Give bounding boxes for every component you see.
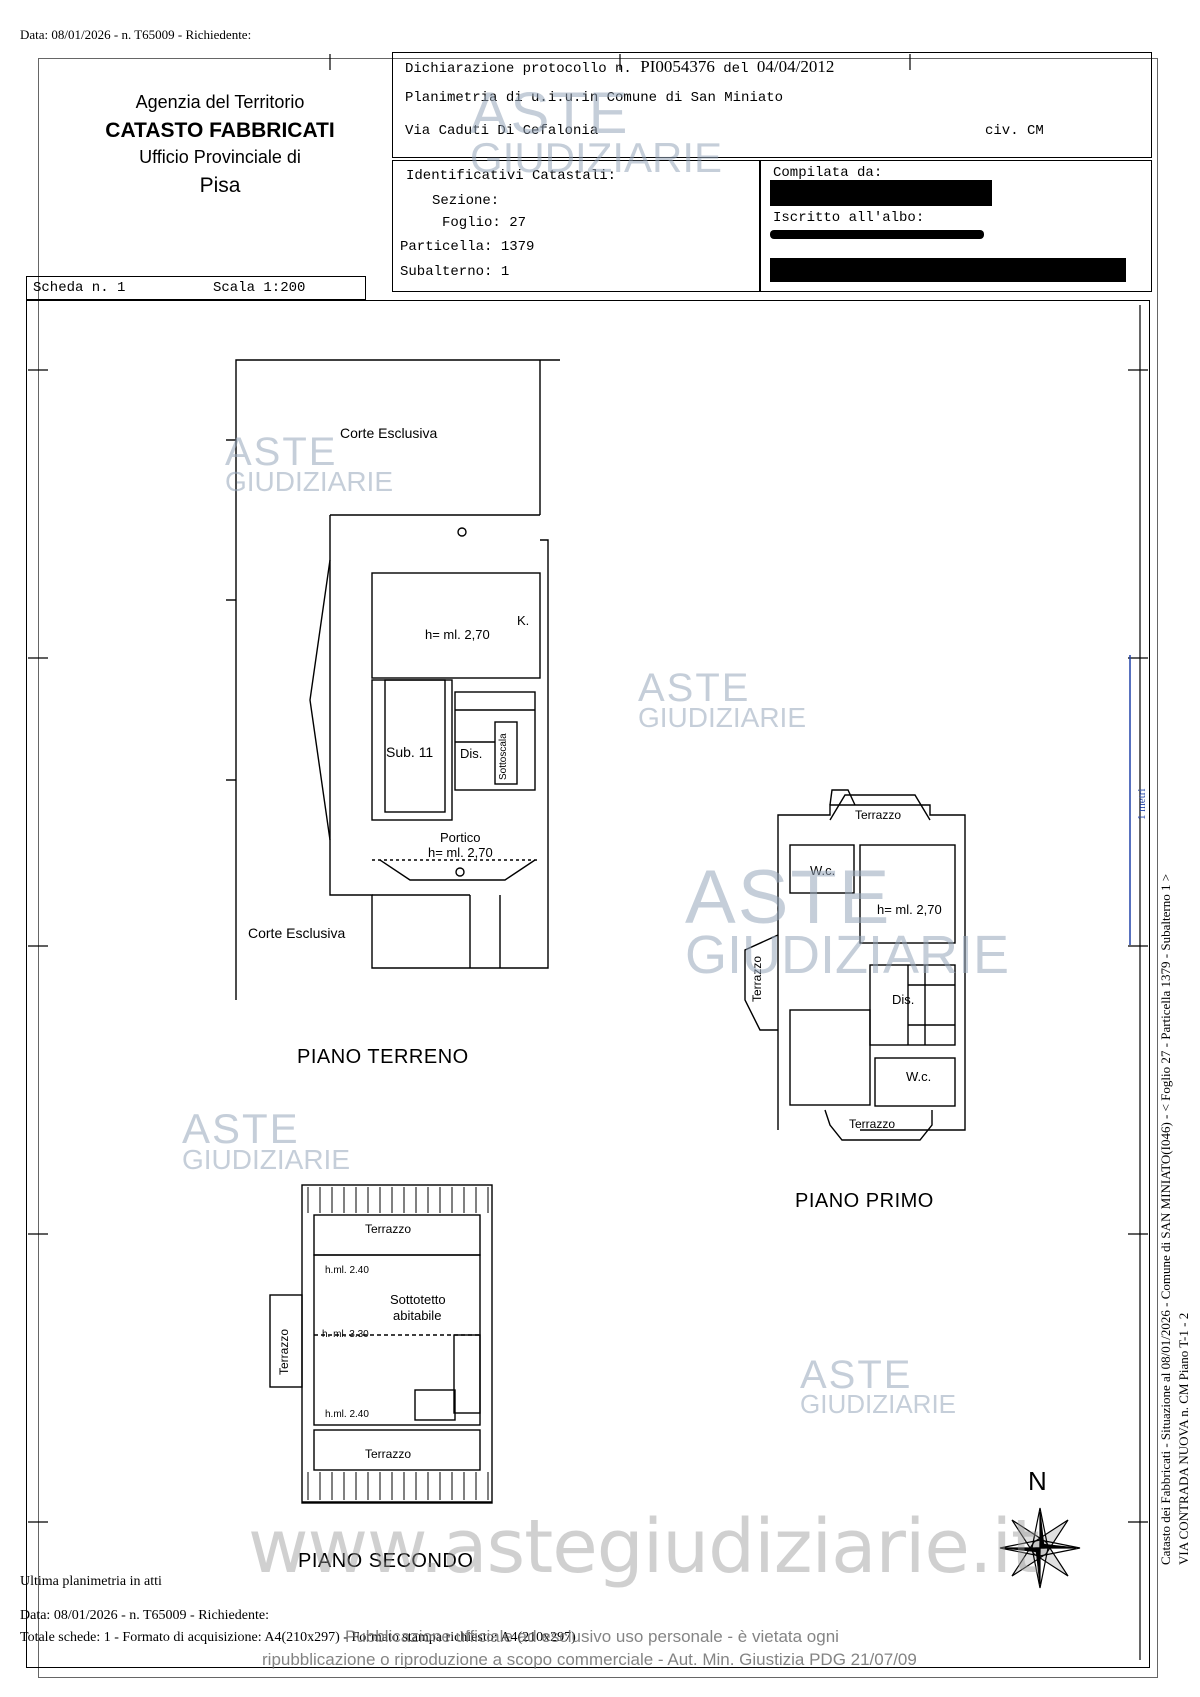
room-p2-height-middle: h. ml. 3.30	[322, 1329, 369, 1340]
compass-north-label: N	[1028, 1466, 1047, 1496]
terrace-hatch	[307, 1187, 489, 1500]
particella-label: Particella: 1379	[400, 239, 535, 255]
footer-total-sheets: Totale schede: 1 - Formato di acquisizio…	[20, 1630, 576, 1645]
watermark-logo-header: ASTE GIUDIZIARIE	[470, 81, 723, 181]
iscritto-label: Iscritto all'albo:	[773, 210, 925, 226]
room-sub-11: Sub. 11	[386, 744, 434, 760]
watermark-logo-terreno: ASTE GIUDIZIARIE	[225, 430, 394, 497]
protocol-line: Dichiarazione protocollo n. PI0054376 de…	[405, 57, 834, 77]
room-kitchen-height: h= ml. 2,70	[425, 627, 490, 642]
room-portico: Portico	[440, 830, 481, 845]
protocol-del: del	[723, 61, 749, 77]
plan-label-primo: PIANO PRIMO	[795, 1190, 934, 1212]
compiled-box	[760, 160, 1152, 292]
footer-date-line: Data: 08/01/2026 - n. T65009 - Richieden…	[20, 1608, 269, 1623]
room-corte-esclusiva-top: Corte Esclusiva	[340, 425, 438, 441]
room-p1-height: h= ml. 2,70	[877, 902, 942, 917]
footer-last-plan: Ultima planimetria in atti	[20, 1574, 162, 1589]
scheda-box	[26, 276, 366, 300]
agency-block: Agenzia del Territorio CATASTO FABBRICAT…	[40, 92, 400, 198]
identifiers-box	[392, 160, 760, 292]
protocol-date: 04/04/2012	[756, 57, 835, 76]
scale-label: Scala 1:200	[213, 280, 306, 296]
redacted-register	[770, 230, 984, 239]
civ-number: civ. CM	[985, 123, 1044, 139]
agency-name: Agenzia del Territorio	[135, 92, 305, 112]
watermark-site-url: www.astegiudiziarie.it	[248, 1504, 1040, 1590]
office-label: Ufficio Provinciale di	[139, 147, 301, 167]
room-corte-esclusiva-bottom: Corte Esclusiva	[248, 925, 346, 941]
room-p2-terrazzo-top: Terrazzo	[365, 1222, 412, 1236]
scale-bar-label: 1 metri	[1136, 788, 1148, 820]
drawing-frame	[26, 300, 1150, 1668]
room-p2-terrazzo-side: Terrazzo	[277, 1328, 291, 1375]
side-cadastre-info: Catasto dei Fabbricati - Situazione al 0…	[1158, 873, 1173, 1565]
watermark-logo-center: ASTE GIUDIZIARIE	[638, 666, 807, 733]
room-p1-wc-bottom: W.c.	[906, 1069, 932, 1084]
sezione-label: Sezione:	[432, 193, 500, 209]
frame-ticks	[28, 54, 1148, 1660]
header-date-line: Data: 08/01/2026 - n. T65009 - Richieden…	[20, 27, 252, 42]
room-disimpegno: Dis.	[460, 746, 483, 761]
plan-terreno	[226, 359, 560, 1000]
room-p2-abitabile: abitabile	[393, 1308, 442, 1323]
watermark-logo-primo: ASTE GIUDIZIARIE	[685, 855, 1010, 985]
province-name: Pisa	[199, 174, 241, 197]
room-p1-terrazzo-top: Terrazzo	[855, 808, 902, 822]
address-line: Via Caduti Di Cefalonia	[405, 123, 599, 139]
room-p2-height-top: h.ml. 2.40	[325, 1265, 369, 1276]
protocol-box	[392, 52, 1152, 158]
compilata-label: Compilata da:	[773, 165, 883, 181]
room-p2-sottotetto: Sottotetto	[390, 1292, 446, 1307]
scheda-number: Scheda n. 1	[33, 280, 126, 296]
plan-primo	[744, 789, 966, 1141]
protocol-number: PI0054376	[640, 57, 715, 76]
side-address-info: VIA CONTRADA NUOVA n. CM Piano T-1 - 2	[1176, 1312, 1191, 1565]
catasto-title: CATASTO FABBRICATI	[105, 119, 335, 142]
outer-frame	[38, 58, 1158, 1678]
room-sottoscala: Sottoscala	[498, 733, 509, 780]
subalterno-label: Subalterno: 1	[400, 264, 510, 280]
watermark-logo-right: ASTE GIUDIZIARIE	[800, 1353, 957, 1419]
identifiers-title: Identificativi Catastali:	[406, 168, 617, 184]
plan-secondo	[269, 1184, 493, 1504]
room-kitchen-label: K.	[517, 613, 530, 628]
redacted-signature	[770, 258, 1126, 282]
room-portico-height: h= ml. 2,70	[428, 845, 493, 860]
room-p1-wc-top: W.c.	[810, 863, 836, 878]
watermark-notice-line2: ripubblicazione o riproduzione a scopo c…	[262, 1650, 917, 1669]
room-p1-disimpegno: Dis.	[892, 992, 915, 1007]
room-p2-height-bottom: h.ml. 2.40	[325, 1409, 369, 1420]
redacted-compiler-name	[770, 180, 992, 206]
watermark-logo-left: ASTE GIUDIZIARIE	[182, 1105, 351, 1175]
foglio-label: Foglio: 27	[442, 215, 527, 231]
plan-label-terreno: PIANO TERRENO	[297, 1046, 469, 1068]
compass-rose-icon	[999, 1507, 1081, 1589]
plan-label-secondo: PIANO SECONDO	[298, 1550, 474, 1572]
planimetry-line: Planimetria di u.i.u.in Comune di San Mi…	[405, 90, 784, 106]
protocol-label: Dichiarazione protocollo n.	[405, 61, 632, 77]
watermark-notice-line1: Pubblicazione ufficiale ad esclusivo uso…	[345, 1627, 839, 1646]
room-p1-terrazzo-bottom: Terrazzo	[849, 1117, 896, 1131]
room-p2-terrazzo-bottom: Terrazzo	[365, 1447, 412, 1461]
